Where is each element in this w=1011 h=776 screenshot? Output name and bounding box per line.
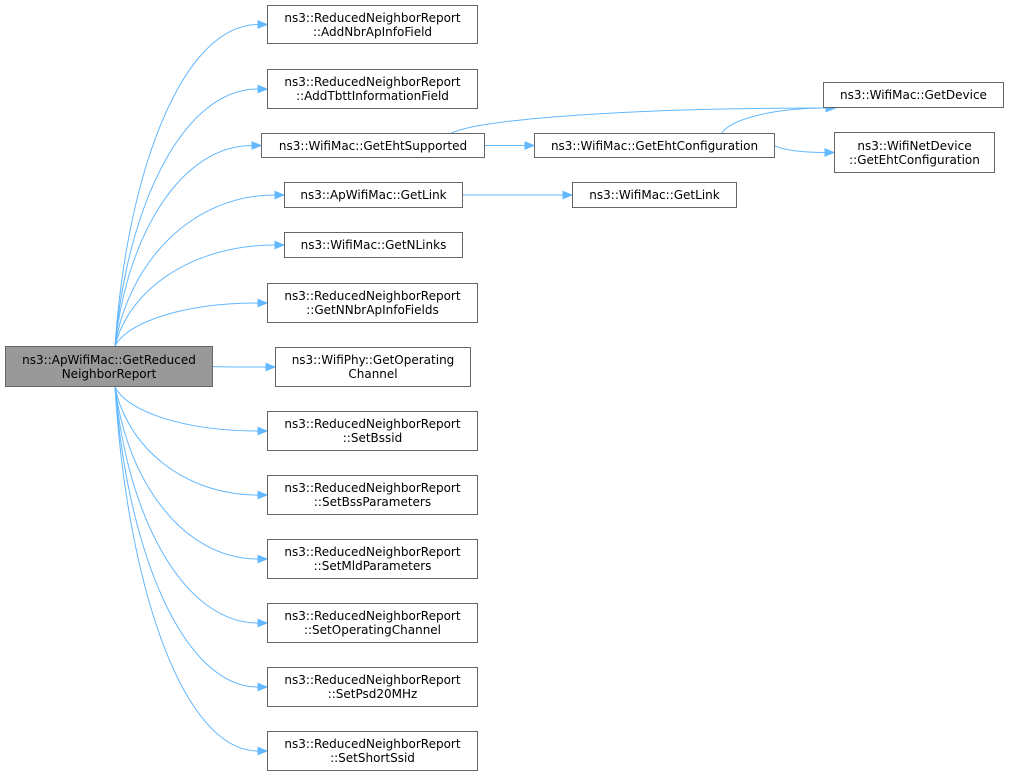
node-add-tbtt-information-field[interactable]: ns3::ReducedNeighborReport ::AddTbttInfo… (267, 69, 478, 109)
node-set-short-ssid[interactable]: ns3::ReducedNeighborReport ::SetShortSsi… (267, 731, 478, 771)
call-edge (114, 386, 259, 496)
node-label: ::SetMldParameters (313, 559, 432, 573)
node-label: ::SetOperatingChannel (303, 623, 442, 637)
node-set-mld-parameters[interactable]: ns3::ReducedNeighborReport ::SetMldParam… (267, 539, 478, 579)
node-label: NeighborReport (61, 366, 157, 381)
node-get-device[interactable]: ns3::WifiMac::GetDevice (823, 82, 1004, 108)
node-label: ::AddTbttInformationField (296, 89, 449, 103)
node-label: ns3::WifiPhy::GetOperating (291, 353, 455, 367)
call-edge (114, 194, 276, 347)
node-label: ::SetBssParameters (313, 495, 432, 509)
edge-arrowhead (274, 190, 286, 200)
call-edge (114, 386, 259, 624)
node-label: ::SetPsd20MHz (327, 687, 418, 701)
edge-arrowhead (257, 618, 269, 628)
node-label: ns3::ReducedNeighborReport (284, 673, 461, 687)
edge-arrowhead (257, 20, 269, 29)
node-label: ns3::ReducedNeighborReport (284, 10, 461, 25)
edge-arrowhead (257, 298, 269, 308)
node-label: ::GetNNbrApInfoFields (306, 303, 439, 317)
edge-arrowhead (524, 141, 536, 150)
node-set-bss-parameters[interactable]: ns3::ReducedNeighborReport ::SetBssParam… (267, 475, 478, 515)
node-label: ns3::ReducedNeighborReport (284, 75, 461, 89)
node-label: ns3::ApWifiMac::GetLink (300, 188, 447, 202)
node-root: ns3::ApWifiMac::GetReduced NeighborRepor… (5, 346, 213, 387)
edge-arrowhead (257, 426, 269, 436)
node-net-device-get-eht-configuration[interactable]: ns3::WifiNetDevice ::GetEhtConfiguration (834, 132, 995, 173)
node-label: ns3::ReducedNeighborReport (284, 545, 461, 559)
node-label: ns3::ApWifiMac::GetReduced (22, 352, 196, 367)
node-label: ns3::ReducedNeighborReport (284, 417, 461, 431)
call-edge (212, 366, 267, 368)
call-edge (774, 145, 826, 153)
edge-arrowhead (257, 84, 269, 94)
edge-arrowhead (265, 362, 277, 372)
node-get-eht-configuration[interactable]: ns3::WifiMac::GetEhtConfiguration (534, 133, 775, 158)
node-get-n-links[interactable]: ns3::WifiMac::GetNLinks (284, 232, 463, 258)
edge-arrowhead (257, 746, 269, 756)
call-edge (721, 107, 827, 134)
call-edge (114, 386, 259, 432)
edge-arrowhead (251, 141, 263, 150)
call-edge (114, 302, 259, 347)
node-label: ns3::WifiNetDevice (857, 138, 972, 153)
node-get-eht-supported[interactable]: ns3::WifiMac::GetEhtSupported (261, 133, 485, 158)
node-label: ns3::WifiMac::GetLink (589, 188, 720, 202)
node-label: ::SetShortSsid (330, 751, 415, 765)
node-label: ns3::ReducedNeighborReport (284, 737, 461, 751)
edge-arrowhead (257, 554, 269, 564)
node-set-bssid[interactable]: ns3::ReducedNeighborReport ::SetBssid (267, 411, 478, 451)
call-edge (451, 107, 827, 134)
node-set-operating-channel[interactable]: ns3::ReducedNeighborReport ::SetOperatin… (267, 603, 478, 643)
node-label: ::SetBssid (342, 431, 403, 445)
edge-arrowhead (257, 682, 269, 692)
edge-arrowhead (824, 148, 836, 157)
node-ap-get-link[interactable]: ns3::ApWifiMac::GetLink (284, 182, 463, 208)
edge-arrowhead (257, 490, 269, 500)
node-label: ns3::WifiMac::GetDevice (840, 88, 987, 102)
node-label: ns3::ReducedNeighborReport (284, 481, 461, 495)
call-edge (114, 386, 259, 688)
call-edge (114, 24, 259, 347)
node-get-n-nbr-ap-info-fields[interactable]: ns3::ReducedNeighborReport ::GetNNbrApIn… (267, 283, 478, 323)
node-add-nbr-ap-info-field[interactable]: ns3::ReducedNeighborReport ::AddNbrApInf… (267, 5, 478, 44)
edge-arrowhead (562, 190, 574, 200)
call-edge (114, 386, 259, 560)
node-label: ::GetEhtConfiguration (849, 152, 980, 167)
node-label: ns3::WifiMac::GetEhtSupported (278, 138, 468, 153)
call-edge (114, 386, 259, 752)
node-label: ::AddNbrApInfoField (312, 24, 433, 39)
node-label: ns3::WifiMac::GetNLinks (300, 238, 447, 252)
call-edge (114, 145, 253, 347)
edge-arrowhead (274, 240, 286, 250)
node-mac-get-link[interactable]: ns3::WifiMac::GetLink (572, 182, 737, 208)
node-label: ns3::WifiMac::GetEhtConfiguration (550, 138, 759, 153)
node-set-psd20mhz[interactable]: ns3::ReducedNeighborReport ::SetPsd20MHz (267, 667, 478, 707)
node-get-operating-channel[interactable]: ns3::WifiPhy::GetOperating Channel (275, 347, 471, 387)
call-edge (114, 88, 259, 347)
node-label: ns3::ReducedNeighborReport (284, 609, 461, 623)
node-label: Channel (348, 367, 398, 381)
call-edge (114, 244, 276, 347)
node-label: ns3::ReducedNeighborReport (284, 289, 461, 303)
